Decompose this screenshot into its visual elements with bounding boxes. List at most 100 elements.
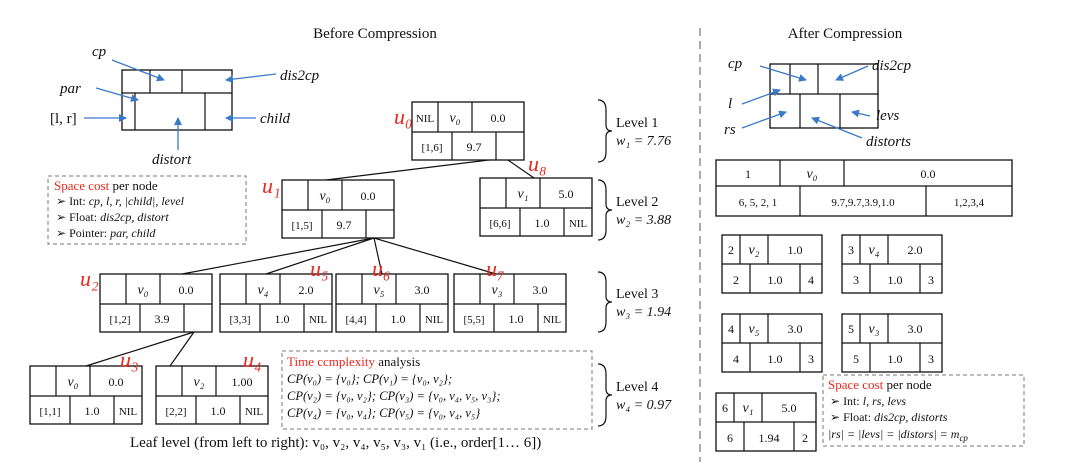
- compressed-l-cell: 3: [848, 243, 854, 257]
- node-name-label: u₇: [486, 256, 505, 281]
- compressed-cp-cell: v₅: [748, 322, 759, 337]
- node-distort-cell: 1.0: [535, 216, 550, 230]
- node-distort-cell: 1.0: [391, 312, 406, 326]
- node-dis2cp-cell: 0.0: [361, 189, 376, 203]
- compressed-cp-cell: v₄: [868, 243, 879, 258]
- node-name-label: u₀: [394, 104, 413, 129]
- time-title-rest: analysis: [375, 354, 420, 369]
- arrow-r-cp: [759, 65, 807, 82]
- node-distort-cell: 1.0: [275, 312, 290, 326]
- space-float-label: Float:: [69, 210, 100, 224]
- node-lr-cell: [1,5]: [291, 220, 312, 232]
- compressed-dis2cp-cell: 1.0: [788, 243, 803, 257]
- arrow-r-l: [741, 88, 781, 105]
- compressed-distorts-cell: 1.0: [888, 352, 903, 366]
- compressed-levs-cell: 3: [928, 352, 934, 366]
- time-line-2: CP(v₂) = {v₀, v₂}; CP(v₃) = {v₀, v₄, v₅,…: [287, 389, 501, 403]
- node-distort-cell: 9.7: [337, 218, 352, 232]
- compressed-levs-cell: 3: [808, 352, 814, 366]
- node-dis2cp-cell: 1.00: [232, 375, 253, 389]
- compressed-dis2cp-cell: 3.0: [788, 322, 803, 336]
- compressed-cp-cell: v₂: [748, 243, 759, 258]
- node-name-label: u₁: [262, 173, 281, 198]
- compressed-levs-cell: 3: [928, 273, 934, 287]
- node-child-cell: NIL: [543, 314, 562, 326]
- space-r-title-rest: per node: [883, 377, 932, 392]
- node-child-cell: NIL: [569, 218, 588, 230]
- node-name-label: u₅: [310, 256, 329, 281]
- node-distort-cell: 1.0: [211, 404, 226, 418]
- legend-r-levs-label: levs: [876, 108, 899, 124]
- node-cp-cell: v₀: [67, 375, 78, 390]
- leaf-level-caption: Leaf level (from left to right): v₀, v₂,…: [130, 435, 541, 451]
- level-weight: w₃ = 1.94: [616, 305, 671, 320]
- space-ptr-label: Pointer:: [69, 226, 110, 240]
- legend-lr-label: [l, r]: [50, 111, 77, 127]
- compressed-dis2cp-cell: 2.0: [908, 243, 923, 257]
- space-float-value: dis2cp, distort: [100, 210, 169, 224]
- arrow-r-distorts: [811, 116, 863, 139]
- compressed-dis2cp-cell: 0.0: [921, 167, 936, 181]
- arrow-dis2cp: [225, 73, 277, 84]
- level-weight: w₄ = 0.97: [616, 398, 672, 413]
- compressed-distorts-cell: 1.0: [768, 273, 783, 287]
- node-dis2cp-cell: 0.0: [491, 111, 506, 125]
- legend-child-label: child: [260, 111, 290, 127]
- level-label: Level 1: [616, 116, 658, 131]
- level-label: Level 2: [616, 195, 658, 210]
- compressed-rs-cell: 6: [727, 431, 733, 445]
- node-name-label: u₈: [528, 151, 547, 176]
- time-line-1: CP(v₀) = {v₀}; CP(v₁) = {v₀, v₂};: [287, 372, 452, 386]
- space-r-float-value: dis2cp, distorts: [874, 410, 948, 424]
- level-weight: w₂ = 3.88: [616, 213, 671, 228]
- legend-r-distorts-label: distorts: [866, 134, 911, 150]
- space-r-float-label: Float:: [843, 410, 874, 424]
- node-child-cell: NIL: [119, 406, 138, 418]
- compressed-rs-cell: 6, 5, 2, 1: [739, 197, 778, 209]
- space-ptr-value: par, child: [109, 226, 156, 240]
- node-lr-cell: [2,2]: [165, 406, 186, 418]
- svg-text:➢ Float: dis2cp, distort: ➢ Float: dis2cp, distort: [56, 210, 169, 224]
- node-dis2cp-cell: 5.0: [559, 187, 574, 201]
- node-name-label: u₂: [80, 266, 99, 291]
- compressed-l-cell: 1: [745, 167, 751, 181]
- space-cost-title-rest: per node: [109, 178, 158, 193]
- arrow-r-levs: [851, 109, 871, 118]
- node-distort-cell: 3.9: [155, 312, 170, 326]
- arrow-cp: [111, 59, 165, 82]
- space-int-label: Int:: [69, 194, 89, 208]
- node-cp-cell: v₀: [449, 111, 460, 126]
- time-title-red: Time ccmplexity: [287, 354, 375, 369]
- compressed-cp-cell: v₀: [806, 167, 817, 182]
- arrow-r-rs: [741, 110, 787, 129]
- node-cp-cell: v₂: [193, 375, 204, 390]
- legend-dis2cp-label: dis2cp: [280, 68, 320, 84]
- svg-text:➢ Int: l, rs, levs: ➢ Int: l, rs, levs: [830, 394, 906, 408]
- tree-edges: [85, 157, 535, 367]
- time-line-3: CP(v₄) = {v₀, v₄}; CP(v₅) = {v₀, v₄, v₅}: [287, 406, 480, 420]
- space-cost-title-red: Space cost: [54, 178, 110, 193]
- node-lr-cell: [3,3]: [229, 314, 250, 326]
- space-r-eq-sub: cp: [959, 433, 968, 443]
- node-distort-cell: 9.7: [467, 140, 482, 154]
- node-cp-cell: v₁: [517, 187, 528, 202]
- time-complexity-box: Time ccmplexity analysis CP(v₀) = {v₀}; …: [281, 350, 593, 430]
- compressed-rs-cell: 3: [853, 273, 859, 287]
- node-name-label: u₄: [243, 347, 262, 372]
